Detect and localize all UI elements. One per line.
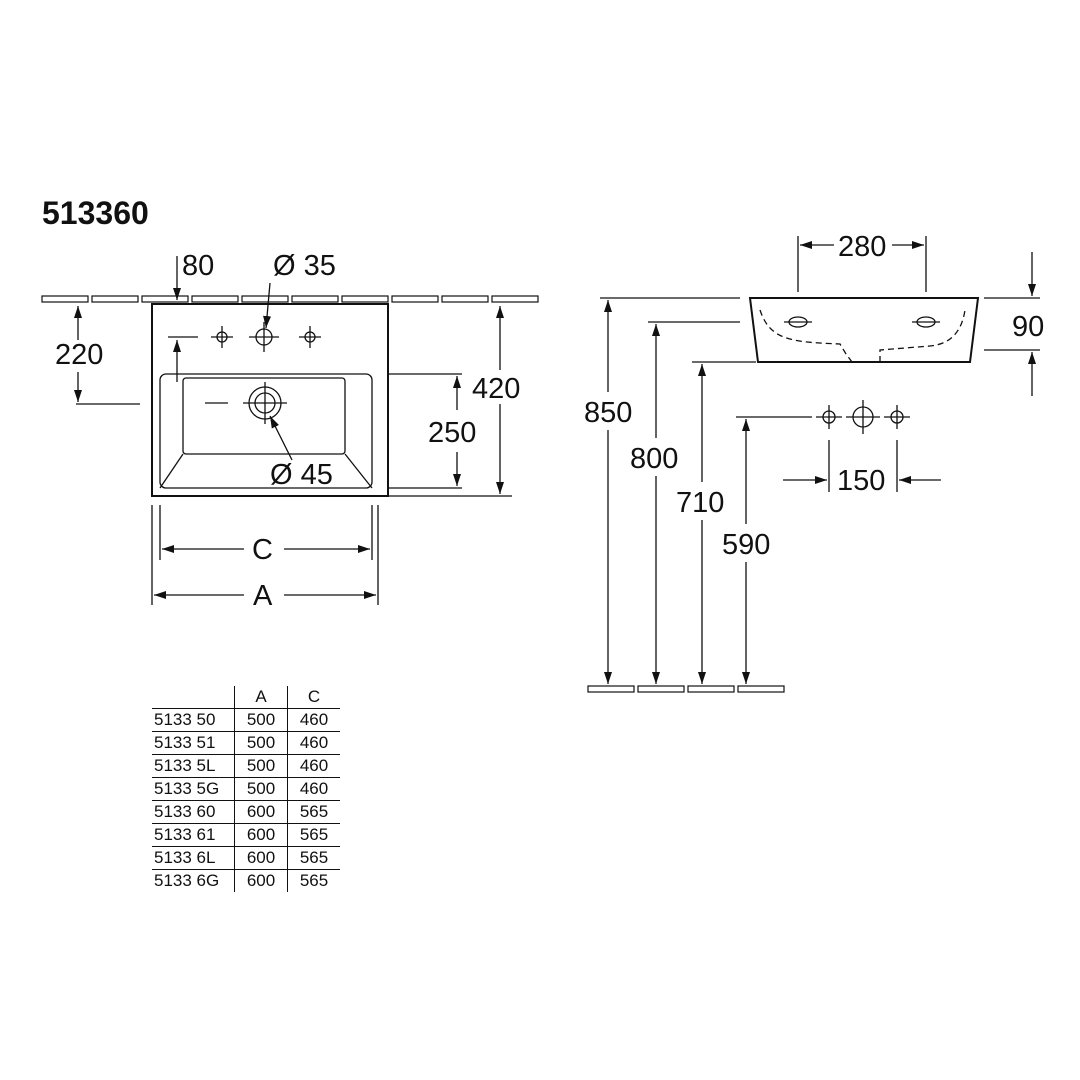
table-row: 5133 51 500 460 bbox=[152, 731, 340, 755]
cell-c: 565 bbox=[287, 800, 340, 824]
header-a: A bbox=[234, 686, 288, 709]
bowl-outline bbox=[159, 373, 373, 489]
cell-model: 5133 50 bbox=[154, 710, 216, 729]
cell-model: 5133 6G bbox=[154, 871, 220, 890]
dim-inner-width-label: C bbox=[252, 534, 273, 566]
cell-model: 5133 60 bbox=[154, 802, 216, 821]
cell-a: 600 bbox=[234, 800, 288, 824]
cell-model: 5133 5L bbox=[154, 756, 216, 775]
dim-rim-height: 90 bbox=[1012, 311, 1044, 343]
dim-overall-depth: 420 bbox=[472, 373, 520, 405]
table-row: 5133 50 500 460 bbox=[152, 708, 340, 732]
cell-c: 460 bbox=[287, 708, 340, 732]
dim-waste-hole: Ø 45 bbox=[270, 459, 333, 491]
header-c: C bbox=[287, 686, 340, 709]
table-row: 5133 60 600 565 bbox=[152, 800, 340, 824]
cell-model: 5133 6L bbox=[154, 848, 216, 867]
dim-outer-width-label: A bbox=[253, 580, 273, 612]
supply-hole-left-icon bbox=[816, 405, 842, 429]
spec-table: A C 5133 50 500 460 5133 51 500 460 5133… bbox=[152, 686, 340, 892]
tap-hole-right-icon bbox=[299, 326, 321, 348]
cell-c: 460 bbox=[287, 754, 340, 778]
table-row: 5133 5G 500 460 bbox=[152, 777, 340, 801]
header-model bbox=[152, 686, 235, 709]
table-row: 5133 5L 500 460 bbox=[152, 754, 340, 778]
cell-a: 600 bbox=[234, 846, 288, 870]
tap-hole-left-icon bbox=[211, 326, 233, 348]
cell-a: 500 bbox=[234, 731, 288, 755]
basin-outline bbox=[151, 303, 389, 497]
cell-model: 5133 51 bbox=[154, 733, 216, 752]
cell-a: 600 bbox=[234, 869, 288, 892]
dim-tap-hole: Ø 35 bbox=[273, 250, 336, 282]
wall-line-front bbox=[41, 295, 539, 303]
cell-a: 500 bbox=[234, 777, 288, 801]
cell-a: 600 bbox=[234, 823, 288, 847]
table-row: 5133 61 600 565 bbox=[152, 823, 340, 847]
waste-hole-icon bbox=[243, 382, 287, 424]
cell-c: 565 bbox=[287, 823, 340, 847]
dim-top-to-bowl: 220 bbox=[55, 339, 103, 371]
dim-height-rim: 850 bbox=[584, 397, 632, 429]
cell-a: 500 bbox=[234, 754, 288, 778]
supply-hole-center-icon bbox=[846, 400, 880, 434]
dim-bowl-depth: 250 bbox=[428, 417, 476, 449]
cell-c: 460 bbox=[287, 731, 340, 755]
table-row: 5133 6L 600 565 bbox=[152, 846, 340, 870]
cell-c: 565 bbox=[287, 869, 340, 892]
cell-c: 460 bbox=[287, 777, 340, 801]
cell-c: 565 bbox=[287, 846, 340, 870]
dim-supply-spacing: 150 bbox=[837, 465, 885, 497]
cell-model: 5133 5G bbox=[154, 779, 220, 798]
table-row: 5133 6G 600 565 bbox=[152, 869, 340, 892]
dim-tap-offset: 80 bbox=[182, 250, 214, 282]
basin-profile bbox=[748, 297, 980, 363]
front-view: 80 Ø 35 Ø 45 220 250 420 C A bbox=[41, 250, 539, 612]
side-view: 280 90 850 800 710 590 bbox=[584, 231, 1044, 693]
tap-hole-center-icon bbox=[249, 322, 279, 352]
dim-height-underside: 800 bbox=[630, 443, 678, 475]
cell-a: 500 bbox=[234, 708, 288, 732]
dim-height-supply: 590 bbox=[722, 529, 770, 561]
spec-table-header: A C bbox=[152, 686, 340, 709]
drawing-title: 513360 bbox=[42, 195, 149, 231]
dim-basin-depth: 280 bbox=[838, 231, 886, 263]
supply-hole-right-icon bbox=[884, 405, 910, 429]
dim-height-trap: 710 bbox=[676, 487, 724, 519]
bowl-floor bbox=[182, 377, 346, 455]
cell-model: 5133 61 bbox=[154, 825, 216, 844]
floor-line bbox=[587, 685, 785, 693]
